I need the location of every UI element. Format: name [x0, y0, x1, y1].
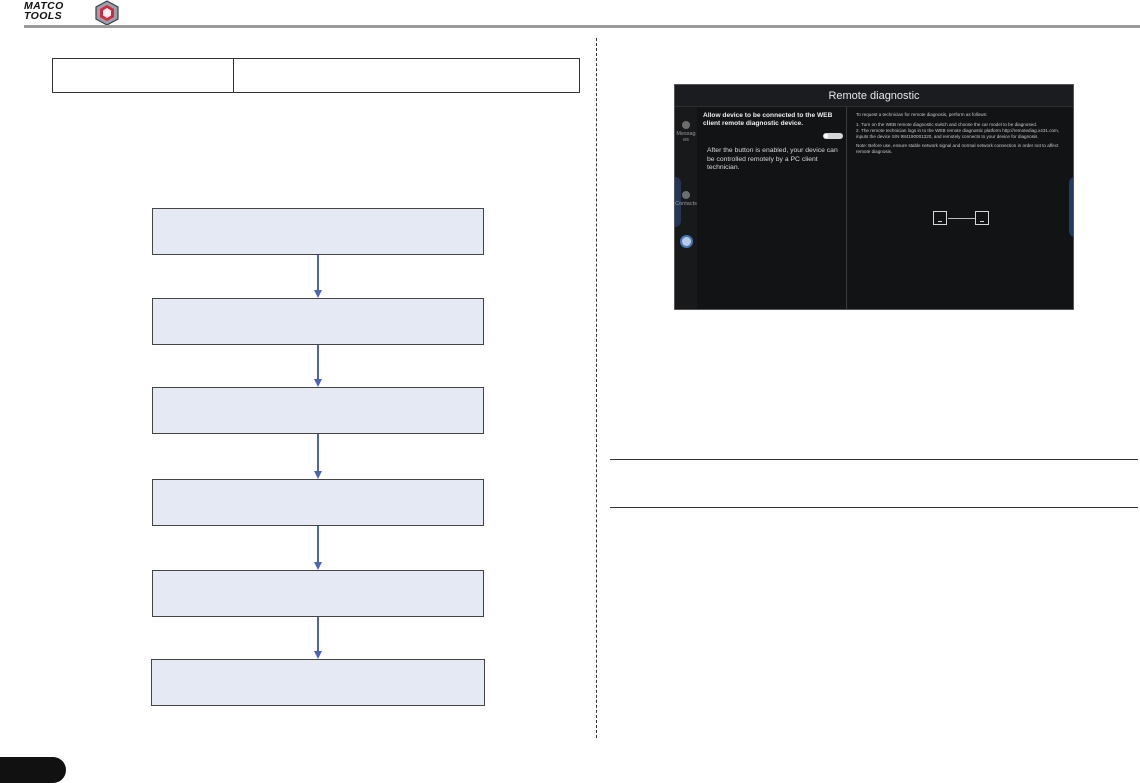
sidebar-glow — [675, 177, 681, 227]
flow-arrow-4 — [311, 526, 325, 570]
flow-step-4 — [152, 479, 484, 526]
sidebar-item-remote-diagnostic[interactable] — [675, 235, 697, 248]
logo-badge-icon — [95, 0, 119, 26]
logo-wordmark: MATCO TOOLS — [24, 0, 64, 22]
enabled-description: After the button is enabled, your device… — [707, 147, 838, 171]
info-table-cell-2 — [234, 59, 579, 92]
logo-line-1: MATCO — [24, 0, 64, 12]
instructions-step-1: 1. Turn on the WEB remote diagnostic swi… — [856, 121, 1038, 127]
remote-diagnostic-toggle[interactable] — [823, 133, 843, 139]
settings-panel: Allow device to be connected to the WEB … — [697, 107, 847, 309]
instructions-step-2: 2. The remote technician logs in to the … — [856, 128, 1060, 139]
instructions-intro: To request a technician for remote diagn… — [856, 112, 988, 117]
instructions-note: Note: Before use, ensure stable network … — [856, 143, 1059, 154]
message-icon — [682, 121, 690, 129]
flow-arrow-1 — [311, 255, 325, 298]
logo-line-2: TOOLS — [24, 10, 62, 22]
column-divider — [596, 38, 597, 738]
panel-glow — [1069, 177, 1073, 237]
flow-step-2 — [152, 298, 484, 345]
pc-icon — [933, 211, 947, 225]
flow-step-1 — [152, 208, 484, 255]
flow-arrow-2 — [311, 345, 325, 387]
flow-arrow-3 — [311, 434, 325, 479]
instructions-panel: To request a technician for remote diagn… — [848, 107, 1073, 309]
screen-title: Remote diagnostic — [675, 85, 1073, 107]
page-number-tab — [0, 757, 66, 783]
flow-step-3 — [152, 387, 484, 434]
sidebar-item-contacts[interactable]: Contacts — [675, 191, 697, 207]
contact-icon — [682, 191, 690, 199]
page-header: MATCO TOOLS — [0, 0, 1140, 28]
device-sidebar: Messag es Contacts — [675, 107, 697, 309]
remote-diagnostic-icon — [679, 235, 693, 248]
info-table-cell-1 — [53, 59, 234, 92]
sidebar-item-contacts-label: Contacts — [675, 201, 697, 207]
connection-line — [948, 218, 975, 219]
sidebar-item-messages-label: Messag es — [676, 131, 696, 143]
flow-arrow-5 — [311, 617, 325, 659]
info-table — [52, 58, 580, 93]
flow-step-6 — [151, 659, 485, 706]
allow-connection-text: Allow device to be connected to the WEB … — [703, 112, 833, 127]
header-rule — [24, 25, 1140, 28]
device-screenshot: Remote diagnostic Messag es Contacts All… — [674, 84, 1074, 310]
table-rule-top — [610, 459, 1138, 460]
table-rule-bottom — [610, 507, 1138, 508]
sidebar-item-messages[interactable]: Messag es — [675, 121, 697, 143]
instructions-text: To request a technician for remote diagn… — [856, 112, 1068, 156]
pc-icon — [975, 211, 989, 225]
matco-logo: MATCO TOOLS — [24, 0, 134, 26]
flow-step-5 — [152, 570, 484, 617]
pc-connection-graphic — [933, 211, 989, 229]
